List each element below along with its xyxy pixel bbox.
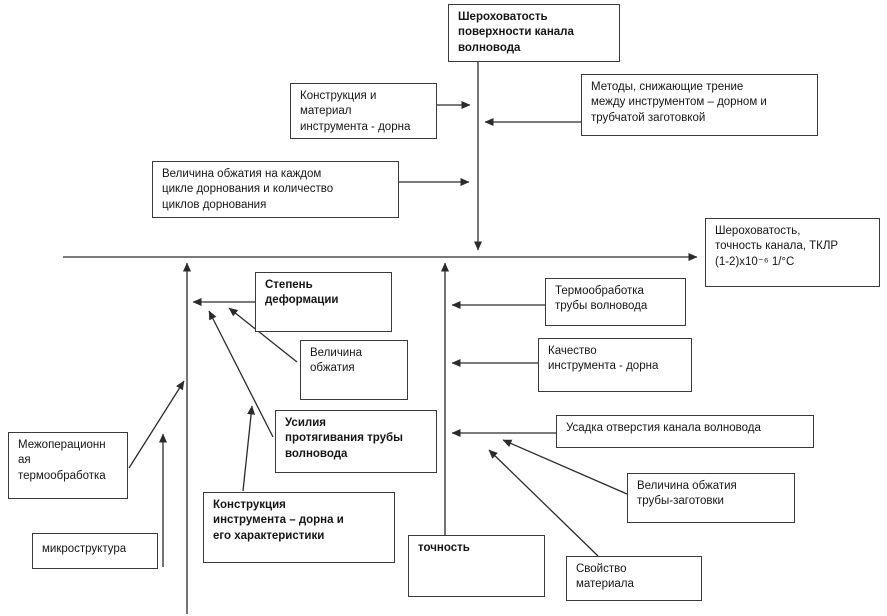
arrow-velichina-zagotovki — [502, 439, 628, 495]
node-interoperation-heat-treatment: Межоперационн ая термообработка — [8, 432, 128, 499]
node-compression-per-cycle: Величина обжатия на каждом цикле дорнова… — [152, 161, 399, 218]
node-friction-reduction-methods: Методы, снижающие трение между инструмен… — [581, 74, 818, 136]
node-deformation-degree: Степень деформации — [255, 272, 392, 332]
node-pipe-heat-treatment: Термообработка трубы волновода — [545, 278, 686, 326]
arrow-svoystvo-materiala — [488, 449, 599, 557]
node-tool-quality: Качество инструмента - дорна — [538, 338, 692, 392]
node-surface-roughness-effect: Шероховатость поверхности канала волново… — [448, 4, 620, 62]
node-accuracy: точность — [408, 535, 545, 597]
arrow-mezhoperacionnaya — [128, 380, 185, 469]
arrow-velichina-obzhatiya — [228, 307, 298, 363]
node-tool-design-characteristics: Конструкция инструмента – дорна и его ха… — [203, 492, 395, 563]
node-compression-value: Величина обжатия — [300, 340, 408, 400]
node-channel-hole-shrinkage: Усадка отверстия канала волновода — [556, 415, 814, 448]
node-microstructure: микроструктура — [32, 533, 158, 569]
node-result-roughness-accuracy-tklr: Шероховатость, точность канала, ТКЛР (1-… — [705, 218, 880, 287]
node-drawing-force: Усилия протягивания трубы волновода — [275, 410, 437, 473]
node-tool-design-material: Конструкция и материал инструмента - дор… — [290, 83, 437, 139]
node-material-property: Свойство материала — [566, 556, 702, 601]
node-billet-compression-value: Величина обжатия трубы-заготовки — [627, 473, 795, 523]
arrow-usiliya — [208, 310, 274, 438]
arrow-konstrukciya-instrumenta — [242, 405, 256, 492]
